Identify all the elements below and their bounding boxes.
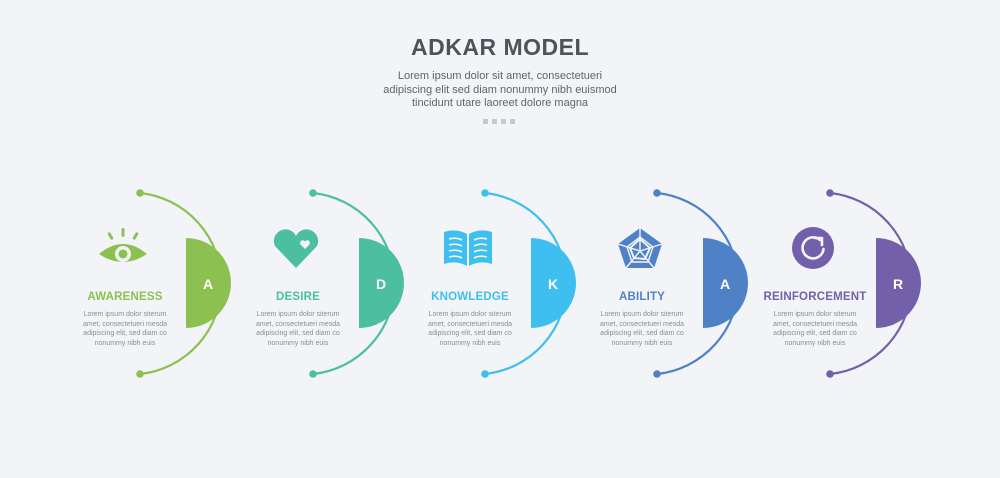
description-line: nonummy nibh euis xyxy=(439,339,501,347)
stage-label: AWARENESS xyxy=(87,291,163,303)
arc-endpoint-dot xyxy=(481,189,489,197)
arc-endpoint-dot xyxy=(309,189,317,197)
arc-endpoint-dot xyxy=(136,189,144,197)
separator-dots xyxy=(483,119,515,124)
description-line: amet, consectetueri mesda xyxy=(427,320,513,328)
description-line: nonummy nibh euis xyxy=(784,339,846,347)
letter-badge xyxy=(531,238,576,328)
letter-badge xyxy=(186,238,231,328)
stage-letter: A xyxy=(719,276,731,292)
description-line: amet, consectetueri mesda xyxy=(772,320,858,328)
subtitle-line: adipiscing elit sed diam nonummy nibh eu… xyxy=(383,83,617,96)
dot xyxy=(492,119,497,124)
subtitle-line: tincidunt utare laoreet dolore magna xyxy=(411,97,589,109)
description-line: nonummy nibh euis xyxy=(267,339,329,347)
eye-icon xyxy=(95,226,151,270)
description-line: adipiscing elit, sed diam co xyxy=(773,330,857,338)
arc-endpoint-dot xyxy=(826,189,834,197)
dot xyxy=(510,119,515,124)
stage-description: Lorem ipsum dolor siterum amet, consectet… xyxy=(415,310,525,348)
description-line: Lorem ipsum dolor siterum xyxy=(428,311,512,318)
stage-letter: K xyxy=(547,276,559,292)
stage-label: KNOWLEDGE xyxy=(431,291,509,303)
stage-description: Lorem ipsum dolor siterum amet, consectet… xyxy=(243,310,353,348)
stage-letter: R xyxy=(892,276,904,292)
description-line: Lorem ipsum dolor siterum xyxy=(83,311,167,318)
arc-endpoint-dot xyxy=(481,370,489,378)
stage-label: REINFORCEMENT xyxy=(763,291,867,303)
refresh-icon xyxy=(785,226,841,270)
arc-endpoint-dot xyxy=(136,370,144,378)
arc-endpoint-dot xyxy=(826,370,834,378)
description-line: Lorem ipsum dolor siterum xyxy=(256,311,340,318)
description-line: nonummy nibh euis xyxy=(611,339,673,347)
page-title: ADKAR MODEL xyxy=(411,34,589,60)
stage-letter: A xyxy=(202,276,214,292)
description-line: nonummy nibh euis xyxy=(94,339,156,347)
description-line: adipiscing elit, sed diam co xyxy=(428,330,512,338)
stage-letter: D xyxy=(375,276,387,292)
stage-description: Lorem ipsum dolor siterum amet, consectet… xyxy=(760,310,870,348)
stage-label: DESIRE xyxy=(275,291,321,303)
description-line: amet, consectetueri mesda xyxy=(599,320,685,328)
dot xyxy=(483,119,488,124)
description-line: amet, consectetueri mesda xyxy=(82,320,168,328)
description-line: amet, consectetueri mesda xyxy=(255,320,341,328)
arc-endpoint-dot xyxy=(309,370,317,378)
letter-badge xyxy=(359,238,404,328)
description-line: Lorem ipsum dolor siterum xyxy=(773,311,857,318)
stage-description: Lorem ipsum dolor siterum amet, consectet… xyxy=(587,310,697,348)
description-line: Lorem ipsum dolor siterum xyxy=(600,311,684,318)
heart-icon xyxy=(268,226,324,270)
description-line: adipiscing elit, sed diam co xyxy=(600,330,684,338)
description-line: adipiscing elit, sed diam co xyxy=(256,330,340,338)
subtitle-line: Lorem ipsum dolor sit amet, consectetuer… xyxy=(397,70,603,82)
open-book-icon xyxy=(440,226,496,270)
arc-endpoint-dot xyxy=(653,370,661,378)
stage-description: Lorem ipsum dolor siterum amet, consectet… xyxy=(70,310,180,348)
description-line: adipiscing elit, sed diam co xyxy=(83,330,167,338)
letter-badge xyxy=(703,238,748,328)
stage-label: ABILITY xyxy=(618,291,666,303)
arc-endpoint-dot xyxy=(653,189,661,197)
letter-badge xyxy=(876,238,921,328)
dot xyxy=(501,119,506,124)
subtitle: Lorem ipsum dolor sit amet, consectetuer… xyxy=(340,70,660,111)
radar-chart-icon xyxy=(612,226,668,270)
